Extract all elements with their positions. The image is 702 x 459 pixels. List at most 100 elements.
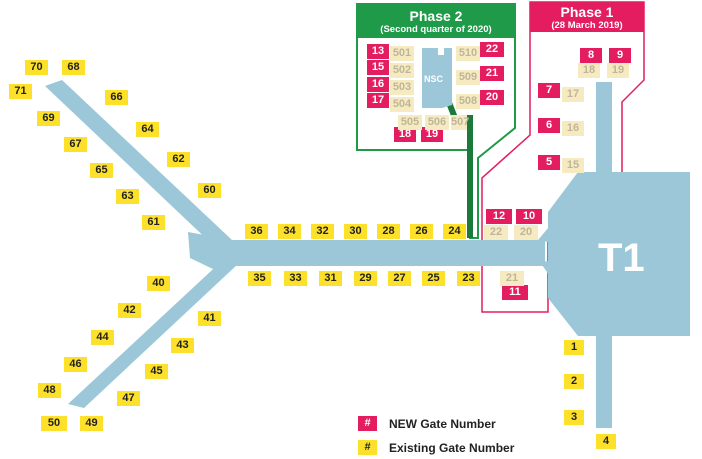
gate-badge: 71 (9, 84, 32, 99)
gate-badge: 46 (64, 357, 87, 372)
old-gate-badge: 19 (607, 63, 629, 78)
phase1-header: Phase 1 (28 March 2019) (530, 2, 644, 32)
legend-new-swatch: # (358, 416, 377, 431)
gate-badge: 8 (580, 48, 602, 63)
old-gate-badge: 17 (562, 87, 584, 102)
phase2-title: Phase 2 (409, 8, 463, 24)
old-gate-badge: 20 (514, 225, 538, 240)
gate-badge: 65 (90, 163, 113, 178)
gate-badge: 45 (145, 364, 168, 379)
old-gate-badge: 22 (484, 225, 508, 240)
gate-badge: 32 (311, 224, 334, 239)
main-pier (230, 240, 545, 266)
gate-badge: 33 (284, 271, 307, 286)
gate-badge: 21 (480, 66, 504, 81)
old-gate-badge: 502 (390, 63, 414, 78)
old-gate-badge: 16 (562, 121, 584, 136)
terminal-label: T1 (598, 236, 645, 280)
gate-badge: 27 (388, 271, 411, 286)
gate-badge: 62 (167, 152, 190, 167)
gate-badge: 41 (198, 311, 221, 326)
gate-badge: 67 (64, 137, 87, 152)
gate-badge: 66 (105, 90, 128, 105)
gate-badge: 24 (443, 224, 466, 239)
gate-badge: 49 (80, 416, 103, 431)
gate-badge: 13 (367, 44, 389, 59)
gate-badge: 35 (248, 271, 271, 286)
phase1-subtitle: (28 March 2019) (551, 20, 623, 31)
gate-badge: 43 (171, 338, 194, 353)
gate-badge: 26 (410, 224, 433, 239)
old-gate-badge: 505 (398, 115, 422, 130)
gate-badge: 4 (596, 434, 616, 449)
gate-badge: 11 (502, 285, 528, 300)
phase2-outline (356, 3, 516, 239)
phase2-header: Phase 2 (Second quarter of 2020) (357, 4, 515, 38)
old-gate-badge: 510 (456, 46, 480, 61)
gate-badge: 7 (538, 83, 560, 98)
gate-badge: 16 (367, 77, 389, 92)
legend-existing-label: Existing Gate Number (389, 440, 515, 455)
gate-badge: 10 (516, 209, 542, 224)
legend-new: # NEW Gate Number (358, 416, 496, 431)
gate-badge: 28 (377, 224, 400, 239)
old-gate-badge: 509 (456, 70, 480, 85)
old-gate-badge: 15 (562, 158, 584, 173)
finger-60s (45, 80, 232, 246)
legend-existing: # Existing Gate Number (358, 440, 514, 455)
gate-badge: 19 (421, 127, 443, 142)
gate-badge: 36 (245, 224, 268, 239)
legend-new-label: NEW Gate Number (389, 416, 496, 431)
gate-badge: 42 (118, 303, 141, 318)
concourses (45, 48, 690, 428)
gate-badge: 61 (142, 215, 165, 230)
gate-badge: 44 (91, 330, 114, 345)
old-gate-badge: 21 (500, 271, 524, 286)
old-gate-badge: 18 (578, 63, 600, 78)
junction (188, 232, 238, 270)
nsc-building (422, 48, 452, 108)
north-pier (596, 82, 612, 202)
gate-badge: 2 (564, 374, 584, 389)
old-gate-badge: 508 (456, 94, 480, 109)
gate-badge: 23 (457, 271, 480, 286)
old-gate-badge: 501 (390, 46, 414, 61)
gate-badge: 20 (480, 90, 504, 105)
gate-badge: 22 (480, 42, 504, 57)
nsc-label: NSC (424, 74, 444, 84)
gate-badge: 60 (198, 183, 221, 198)
gate-badge: 34 (278, 224, 301, 239)
gate-badge: 6 (538, 118, 560, 133)
gate-badge: 50 (41, 416, 67, 431)
gate-badge: 12 (486, 209, 512, 224)
gate-badge: 17 (367, 93, 389, 108)
south-pier (596, 300, 612, 428)
gate-badge: 18 (394, 127, 416, 142)
gate-badge: 64 (136, 122, 159, 137)
gate-badge: 5 (538, 155, 560, 170)
gate-badge: 15 (367, 60, 389, 75)
gate-badge: 40 (147, 276, 170, 291)
phase2-subtitle: (Second quarter of 2020) (380, 24, 492, 35)
gate-badge: 30 (344, 224, 367, 239)
phase1-title: Phase 1 (560, 4, 614, 20)
gate-badge: 3 (564, 410, 584, 425)
gate-badge: 70 (25, 60, 48, 75)
gate-badge: 47 (117, 391, 140, 406)
gate-badge: 63 (116, 189, 139, 204)
old-gate-badge: 506 (425, 115, 449, 130)
legend-existing-swatch: # (358, 440, 377, 455)
terminal-body (548, 172, 690, 336)
gate-badge: 69 (37, 111, 60, 126)
old-gate-badge: 507 (451, 115, 470, 130)
gate-badge: 25 (422, 271, 445, 286)
gate-badge: 1 (564, 340, 584, 355)
finger-40s (68, 258, 238, 408)
gate-badge: 48 (38, 383, 61, 398)
gate-badge: 29 (354, 271, 377, 286)
gate-badge: 68 (62, 60, 85, 75)
old-gate-badge: 503 (390, 80, 414, 95)
gate-badge: 9 (609, 48, 631, 63)
gate-badge: 31 (319, 271, 342, 286)
